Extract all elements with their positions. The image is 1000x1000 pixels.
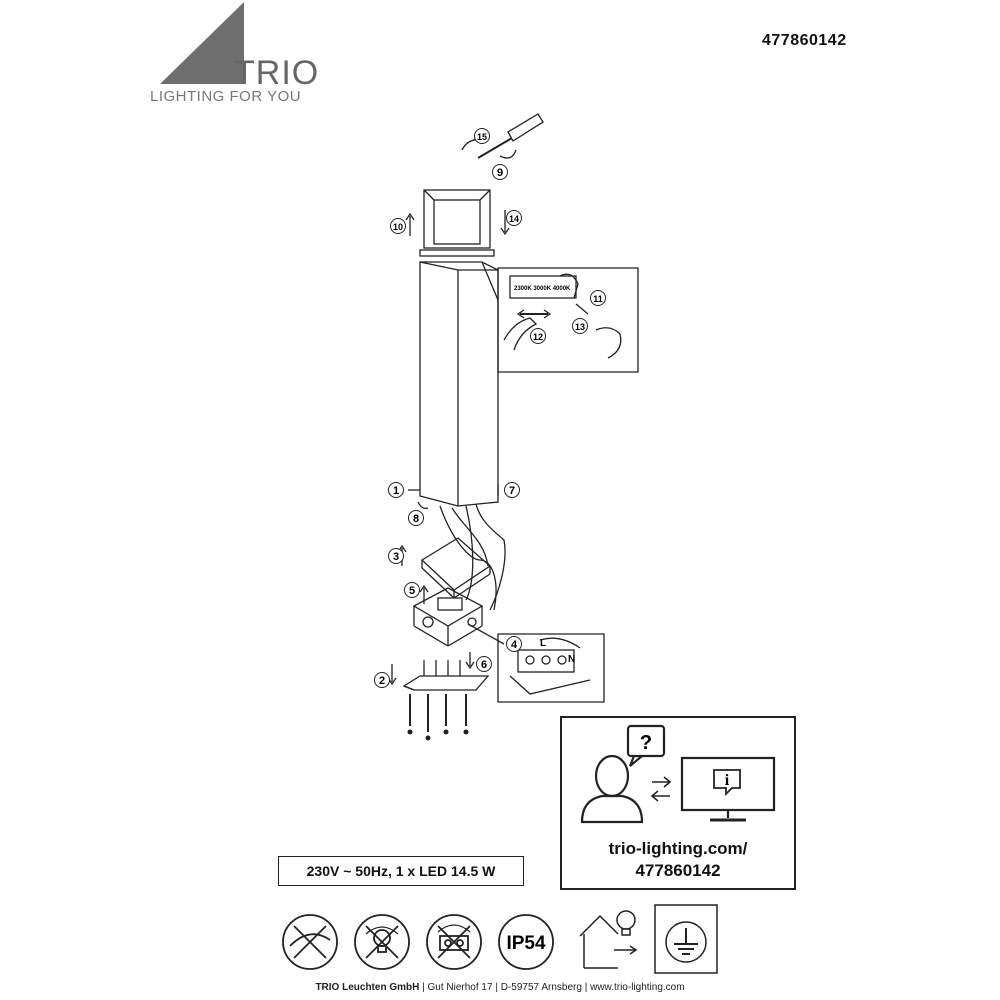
footer-city: D-59757 Arnsberg [500, 982, 582, 993]
step-badges: 1 2 3 4 5 6 7 8 9 10 11 12 13 14 15 [374, 128, 606, 688]
svg-text:2: 2 [379, 675, 385, 687]
svg-text:13: 13 [575, 322, 585, 332]
svg-text:7: 7 [509, 485, 515, 497]
step-1: 1 [388, 482, 404, 498]
step-15: 15 [474, 128, 490, 144]
ip54-icon: IP54 [498, 914, 554, 970]
question-mark: ? [640, 732, 652, 754]
footer-company: TRIO Leuchten GmbH [315, 982, 420, 993]
svg-text:9: 9 [497, 167, 503, 179]
svg-text:14: 14 [509, 214, 519, 224]
spec-text: 230V ~ 50Hz, 1 x LED 14.5 W [306, 863, 496, 879]
footer-website[interactable]: www.trio-lighting.com [590, 982, 685, 993]
svg-text:3: 3 [393, 551, 399, 563]
svg-text:15: 15 [477, 132, 487, 142]
monitor-icon [680, 756, 776, 822]
step-6: 6 [476, 656, 492, 672]
step-7: 7 [504, 482, 520, 498]
step-2: 2 [374, 672, 390, 688]
svg-text:11: 11 [593, 294, 603, 304]
cct-switch-detail [481, 261, 639, 373]
ip-prefix: IP [506, 933, 524, 954]
outdoor-use-icon [579, 910, 638, 969]
step-4: 4 [506, 636, 522, 652]
assembly-diagram: 1 2 3 4 5 6 7 8 9 10 11 12 13 14 15 2300… [374, 113, 639, 741]
led-module-not-replaceable-icon [426, 914, 482, 970]
screws-and-anchors [409, 660, 467, 732]
info-url-line1[interactable]: trio-lighting.com/ [608, 839, 748, 858]
footer: TRIO Leuchten GmbH | Gut Nierhof 17 | D-… [315, 982, 685, 993]
step-3: 3 [388, 548, 404, 564]
step-5: 5 [404, 582, 420, 598]
step-8: 8 [408, 510, 424, 526]
lamp-post [419, 261, 499, 507]
article-number: 477860142 [762, 32, 847, 49]
step-13: 13 [572, 318, 588, 334]
terminal-label-n: N [568, 654, 575, 665]
brand-tagline: LIGHTING FOR YOU [150, 88, 302, 105]
online-info-box [560, 716, 796, 890]
trio-logo-triangle [160, 2, 244, 84]
step-9: 9 [492, 164, 508, 180]
svg-text:6: 6 [481, 659, 487, 671]
led-not-replaceable-icon [354, 914, 410, 970]
lamp-head [405, 189, 510, 257]
step-14: 14 [506, 210, 522, 226]
svg-text:4: 4 [511, 639, 518, 651]
protection-class-1-icon [654, 904, 718, 974]
info-url-line2: 477860142 [635, 861, 721, 880]
step-10: 10 [390, 218, 406, 234]
info-url: trio-lighting.com/ 477860142 [560, 838, 796, 882]
swap-arrows-icon [650, 776, 672, 802]
electrical-spec: 230V ~ 50Hz, 1 x LED 14.5 W [278, 856, 524, 886]
person-icon [580, 754, 644, 824]
step-11: 11 [590, 290, 606, 306]
online-info-illustration: ? i [580, 724, 776, 824]
footer-address: Gut Nierhof 17 [427, 982, 493, 993]
terminal-detail [497, 633, 605, 703]
step-12: 12 [530, 328, 546, 344]
ip-rating: 54 [524, 933, 546, 954]
brand-name: TRIO [234, 54, 320, 92]
info-glyph: i [725, 772, 730, 789]
svg-text:12: 12 [533, 332, 543, 342]
svg-text:1: 1 [393, 485, 399, 497]
terminal-label-l: L [540, 638, 546, 649]
no-dimmer-icon [282, 914, 338, 970]
cables [439, 503, 506, 611]
svg-text:10: 10 [393, 222, 403, 232]
svg-text:5: 5 [409, 585, 415, 597]
question-bubble-icon [626, 724, 666, 767]
screwdriver-icon [461, 113, 544, 159]
base-plate [387, 652, 490, 691]
svg-text:IP54: IP54 [506, 933, 546, 954]
svg-text:8: 8 [413, 513, 419, 525]
cct-switch-label: 2300K 3000K 4000K [514, 286, 571, 292]
